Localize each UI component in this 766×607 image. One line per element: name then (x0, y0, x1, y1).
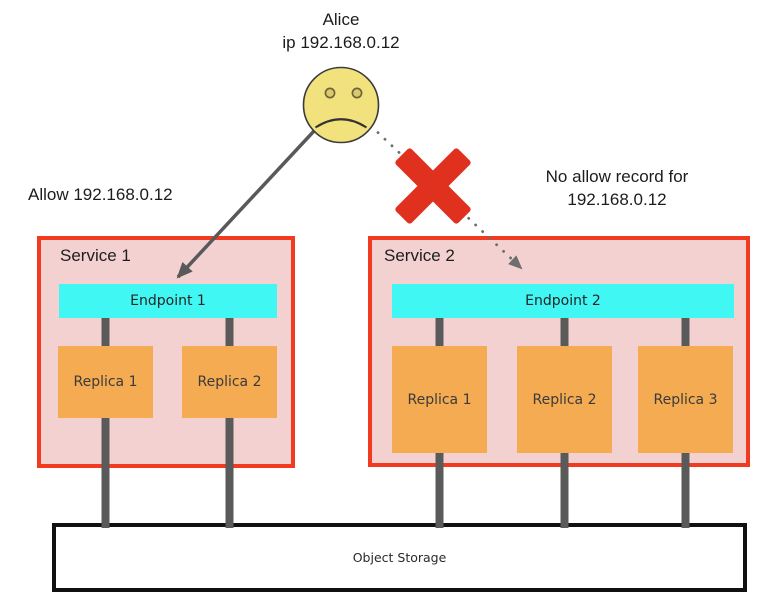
allow-annotation: Allow 192.168.0.12 (28, 185, 173, 204)
service-2-replica-1: Replica 1 (392, 346, 487, 453)
cross-mark-icon (395, 148, 471, 224)
endpoint-2-label: Endpoint 2 (525, 293, 601, 309)
replica-label: Replica 3 (653, 391, 718, 408)
sad-face-icon (302, 66, 380, 144)
endpoint-1-label: Endpoint 1 (130, 293, 206, 309)
deny-annotation-line1: No allow record for (545, 167, 689, 186)
service-2-replica-2: Replica 2 (517, 346, 612, 453)
actor-ip-label: ip 192.168.0.12 (282, 33, 400, 52)
actor-label-block: Alice ip 192.168.0.12 (241, 8, 441, 54)
endpoint-2-bar: Endpoint 2 (392, 284, 734, 318)
service-1-label: Service 1 (60, 246, 131, 265)
replica-label: Replica 1 (73, 374, 138, 390)
deny-annotation: No allow record for 192.168.0.12 (517, 165, 717, 211)
object-storage-box: Object Storage (52, 523, 747, 592)
service-2-label: Service 2 (384, 246, 455, 265)
replica-label: Replica 1 (407, 391, 472, 408)
actor-name-label: Alice (322, 10, 360, 29)
replica-label: Replica 2 (532, 391, 597, 408)
deny-annotation-line2: 192.168.0.12 (567, 190, 667, 209)
replica-label: Replica 2 (197, 374, 262, 390)
object-storage-label: Object Storage (352, 550, 447, 565)
endpoint-1-bar: Endpoint 1 (59, 284, 277, 318)
service-1-replica-2: Replica 2 (182, 346, 277, 418)
service-1-replica-1: Replica 1 (58, 346, 153, 418)
service-2-replica-3: Replica 3 (638, 346, 733, 453)
